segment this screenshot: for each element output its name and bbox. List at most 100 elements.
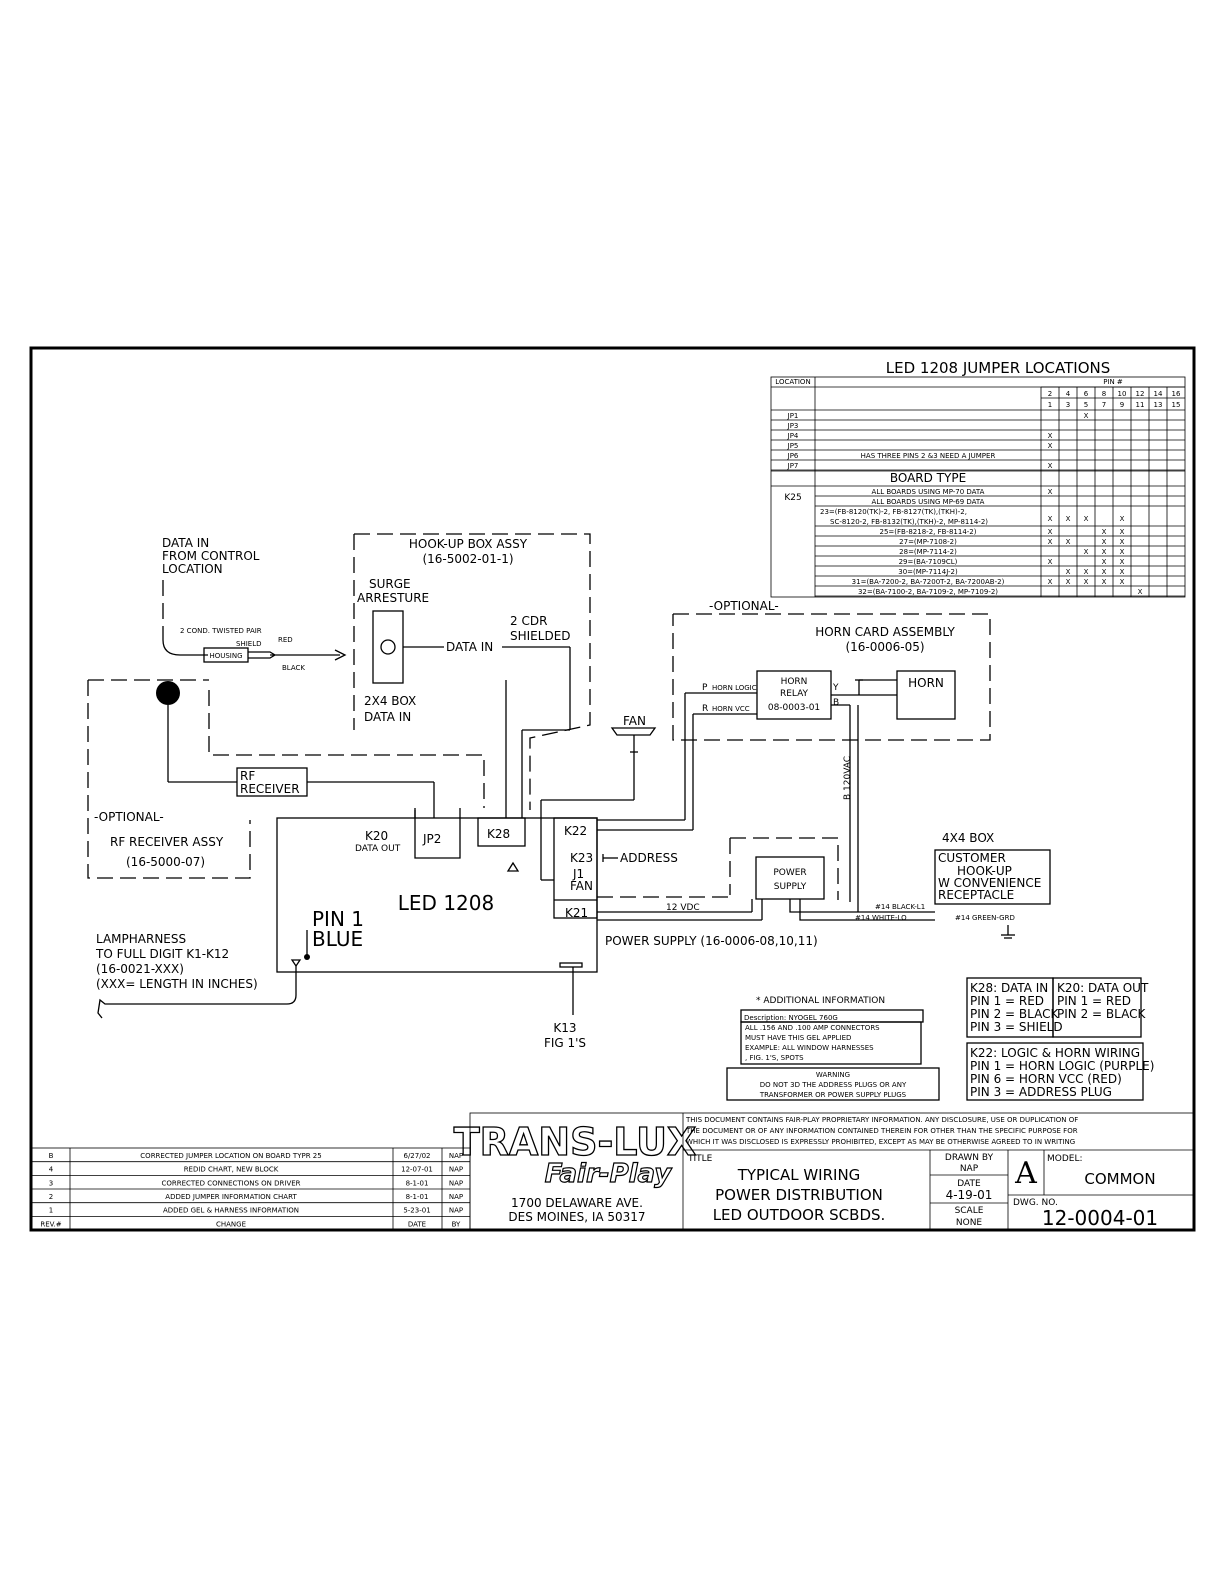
board-type-desc: ALL BOARDS USING MP-70 DATA — [872, 488, 985, 496]
svg-text:BLACK: BLACK — [282, 664, 305, 672]
rev-by: NAP — [449, 1179, 463, 1187]
rev-by: BY — [452, 1220, 461, 1228]
board-type-mark: X — [1048, 515, 1053, 523]
jumper-location: JP7 — [787, 462, 799, 470]
svg-text:K28: K28 — [487, 827, 510, 841]
board-type-mark: X — [1048, 538, 1053, 546]
pin-header: PIN # — [1103, 378, 1123, 386]
board-type-mark: X — [1048, 558, 1053, 566]
vdc-label: 12 VDC — [666, 903, 700, 913]
data-in-from-2: FROM CONTROL — [162, 549, 260, 563]
svg-text:HORN VCC: HORN VCC — [712, 705, 750, 713]
board-type-desc: 30=(MP-7114J-2) — [898, 568, 958, 576]
board-type-mark: X — [1120, 568, 1125, 576]
svg-text:PIN 6 = HORN VCC (RED): PIN 6 = HORN VCC (RED) — [970, 1072, 1122, 1086]
pin-odd-label: 11 — [1136, 401, 1145, 409]
rev-change: CORRECTED CONNECTIONS ON DRIVER — [161, 1179, 300, 1187]
svg-text:WARNING: WARNING — [816, 1071, 850, 1079]
location-header: LOCATION — [775, 378, 810, 386]
svg-text:#14 GREEN-GRD: #14 GREEN-GRD — [955, 914, 1015, 922]
svg-text:DO NOT 3D THE ADDRESS PLUGS OR: DO NOT 3D THE ADDRESS PLUGS OR ANY — [760, 1081, 907, 1089]
cdr-label-2: SHIELDED — [510, 629, 571, 643]
rev-number: 1 — [49, 1207, 53, 1215]
svg-text:Description: NYOGEL 760G: Description: NYOGEL 760G — [744, 1014, 838, 1022]
svg-text:RF: RF — [240, 769, 255, 783]
svg-text:RECEPTACLE: RECEPTACLE — [938, 888, 1014, 902]
svg-text:P: P — [702, 683, 708, 693]
svg-text:NONE: NONE — [956, 1218, 983, 1228]
cdr-label-1: 2 CDR — [510, 614, 547, 628]
svg-text:PIN 3 = SHIELD: PIN 3 = SHIELD — [970, 1020, 1063, 1034]
svg-text:(XXX= LENGTH IN INCHES): (XXX= LENGTH IN INCHES) — [96, 977, 258, 991]
svg-text:DATA OUT: DATA OUT — [355, 844, 401, 854]
rev-number: 2 — [49, 1193, 53, 1201]
pin-odd-label: 9 — [1120, 401, 1124, 409]
svg-text:1700 DELAWARE AVE.: 1700 DELAWARE AVE. — [511, 1196, 643, 1210]
trans-lux-logo: TRANS-LUX — [454, 1120, 697, 1164]
rev-by: NAP — [449, 1207, 463, 1215]
rev-date: 5-23-01 — [403, 1207, 430, 1215]
board-type-desc: 25=(FB-8218-2, FB-8114-2) — [880, 528, 977, 536]
fair-play-logo: Fair-Play — [545, 1159, 673, 1189]
board-type-desc: 28=(MP-7114-2) — [899, 548, 957, 556]
svg-text:PIN 2 = BLACK: PIN 2 = BLACK — [1057, 1007, 1146, 1021]
rev-by: NAP — [449, 1166, 463, 1174]
rev-number: B — [49, 1152, 54, 1160]
svg-text:HOOK-UP: HOOK-UP — [957, 864, 1012, 878]
svg-text:PIN 3 = ADDRESS PLUG: PIN 3 = ADDRESS PLUG — [970, 1085, 1112, 1099]
k22-pin-info — [966, 1042, 1144, 1101]
fan-icon — [610, 727, 657, 736]
lampharness-cable — [97, 966, 297, 1019]
warning-box — [726, 1067, 940, 1101]
jumper-location: JP6 — [787, 452, 799, 460]
board-type-mark: X — [1102, 528, 1107, 536]
additional-info-title: * ADDITIONAL INFORMATION — [756, 996, 885, 1006]
svg-text:HORN: HORN — [781, 677, 808, 687]
svg-text:#14 BLACK-L1: #14 BLACK-L1 — [875, 903, 925, 911]
title-block: TRANS-LUX Fair-Play 1700 DELAWARE AVE. D… — [453, 1112, 1195, 1231]
rev-date: 8-1-01 — [406, 1193, 429, 1201]
rev-number: 3 — [49, 1179, 53, 1187]
box-2x4-sub: DATA IN — [364, 710, 411, 724]
svg-text:(16-0021-XXX): (16-0021-XXX) — [96, 962, 184, 976]
rev-change: ADDED GEL & HARNESS INFORMATION — [163, 1207, 299, 1215]
drawing-title-3: LED OUTDOOR SCBDS. — [713, 1206, 886, 1224]
svg-text:THE DOCUMENT OR OF ANY INFORMA: THE DOCUMENT OR OF ANY INFORMATION CONTA… — [685, 1127, 1078, 1135]
svg-text:MUST HAVE THIS GEL APPLIED: MUST HAVE THIS GEL APPLIED — [745, 1034, 851, 1042]
jumper-mark: X — [1048, 442, 1053, 450]
svg-text:SCALE: SCALE — [955, 1206, 984, 1216]
rf-antenna — [156, 681, 180, 705]
board-type-mark: X — [1084, 548, 1089, 556]
rf-assy-outline — [87, 679, 251, 879]
k20-pin-info — [1052, 977, 1142, 1038]
board-type-mark: X — [1120, 548, 1125, 556]
board-type-mark: X — [1120, 538, 1125, 546]
hookup-box-title: HOOK-UP BOX ASSY — [409, 537, 528, 551]
rev-change: CHANGE — [216, 1220, 246, 1228]
jumper-table: LED 1208 JUMPER LOCATIONS 21436587109121… — [770, 359, 1186, 598]
board-type-desc: 31=(BA-7200-2, BA-7200T-2, BA-7200AB-2) — [852, 578, 1005, 586]
data-in-from-1: DATA IN — [162, 536, 209, 550]
board-type-desc: SC-8120-2, FB-8132(TK),(TKH)-2, MP-8114-… — [830, 518, 988, 526]
board-type-mark: X — [1120, 578, 1125, 586]
svg-text:HOUSING: HOUSING — [209, 652, 242, 660]
pin-even-label: 12 — [1136, 390, 1145, 398]
jumper-mark: X — [1084, 412, 1089, 420]
cable-housing — [203, 647, 249, 663]
svg-text:R: R — [702, 704, 708, 714]
svg-text:DWG. NO.: DWG. NO. — [1013, 1198, 1058, 1208]
k25-label: K25 — [784, 493, 801, 503]
surge-label-1: SURGE — [369, 577, 411, 591]
svg-text:K21: K21 — [565, 906, 588, 920]
svg-text:4X4 BOX: 4X4 BOX — [942, 831, 994, 845]
svg-text:EXAMPLE: ALL WINDOW HARNESSES: EXAMPLE: ALL WINDOW HARNESSES — [745, 1044, 874, 1052]
board-type-desc: 32=(BA-7100-2, BA-7109-2, MP-7109-2) — [858, 588, 998, 596]
svg-text:SHIELD: SHIELD — [236, 640, 261, 648]
pin-even-label: 8 — [1102, 390, 1106, 398]
rev-number: 4 — [49, 1166, 54, 1174]
rev-date: 6/27/02 — [404, 1152, 431, 1160]
svg-text:WHICH IT WAS DISCLOSED IS EXPR: WHICH IT WAS DISCLOSED IS EXPRESSLY PROH… — [686, 1138, 1075, 1146]
board-type-mark: X — [1102, 538, 1107, 546]
svg-text:ALL .156 AND .100 AMP CONNECTO: ALL .156 AND .100 AMP CONNECTORS — [745, 1024, 880, 1032]
pin-odd-label: 3 — [1066, 401, 1070, 409]
